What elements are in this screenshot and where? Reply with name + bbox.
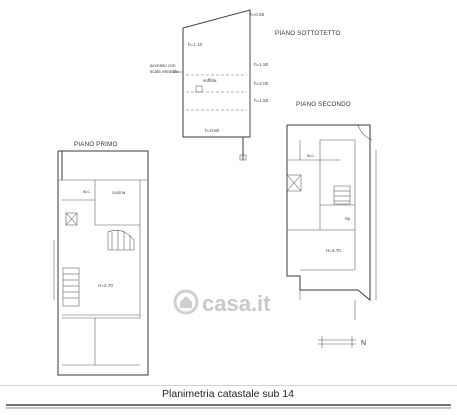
- first-floor-kitchen: cucina: [112, 190, 126, 195]
- second-floor-height: H=2.70: [326, 248, 341, 253]
- north-letter: N: [361, 340, 366, 347]
- attic-height-1: h=0.66: [250, 12, 265, 17]
- second-floor-wc: w.c.: [307, 153, 315, 158]
- attic-height-3: h=1.50: [254, 62, 269, 67]
- second-floor-title: PIANO SECONDO: [296, 101, 351, 108]
- first-floor-height: H=2.70: [98, 283, 113, 288]
- attic-note-line-2: scala retrattile: [150, 69, 179, 74]
- plan-caption: Planimetria catastale sub 14: [162, 388, 294, 400]
- north-arrow: [318, 336, 356, 348]
- attic-title: PIANO SOTTOTETTO: [275, 30, 341, 37]
- first-floor-wc: w.c.: [83, 189, 91, 194]
- attic-plan: [173, 9, 251, 161]
- watermark-text: casa.it: [202, 291, 271, 316]
- first-floor-plan: [53, 150, 149, 376]
- attic-note-line-1: accesso con: [150, 63, 176, 68]
- watermark: [173, 289, 199, 315]
- attic-room-label: soffitta: [203, 78, 217, 83]
- attic-height-4: h=2.00: [254, 81, 269, 86]
- second-floor-rip: rip.: [345, 216, 351, 221]
- attic-height-6: h=0.80: [205, 128, 220, 133]
- attic-height-5: h=1.50: [254, 98, 269, 103]
- second-floor-plan: [286, 124, 377, 320]
- caption-bar: [0, 386, 457, 415]
- first-floor-title: PIANO PRIMO: [74, 141, 117, 148]
- attic-height-2: h=1.10: [188, 42, 203, 47]
